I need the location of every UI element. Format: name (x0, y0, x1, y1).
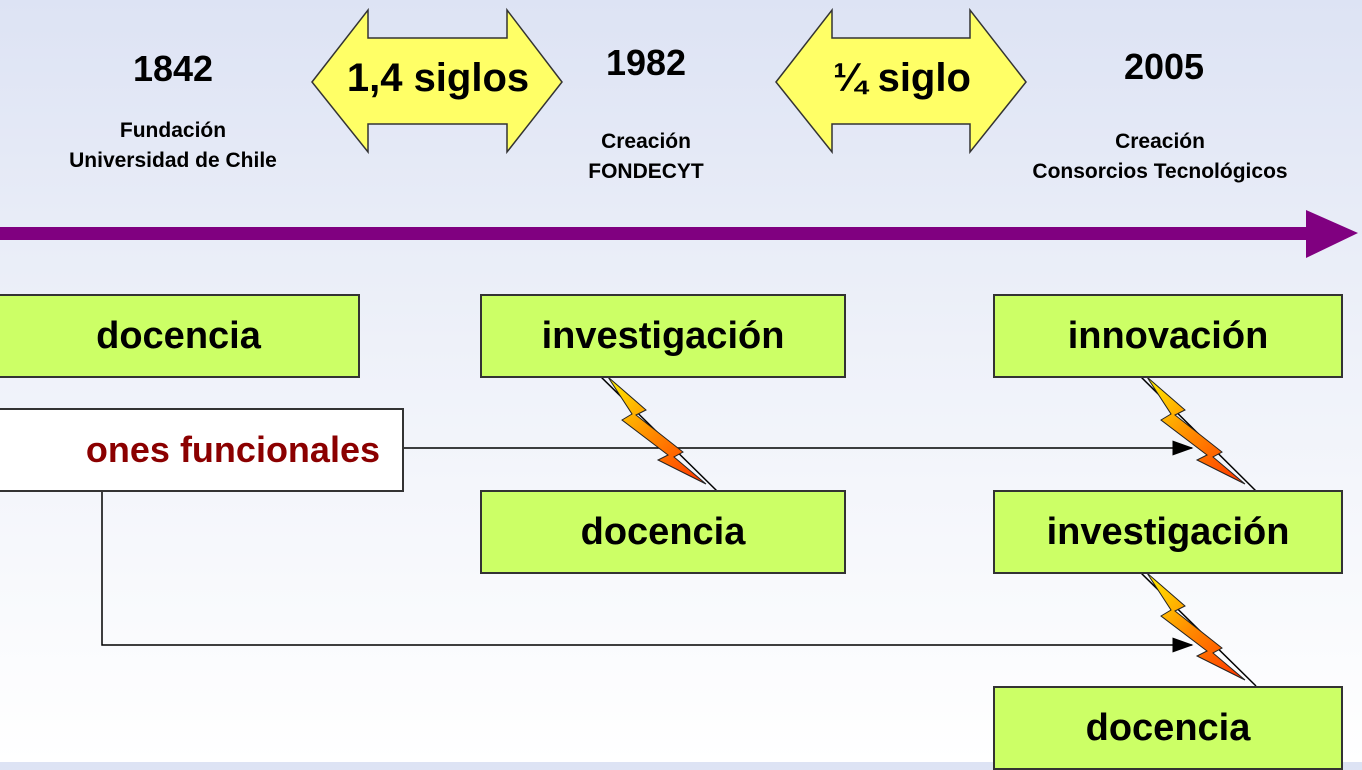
milestone-event-line: Creación (601, 130, 691, 153)
timeline-arrow (0, 210, 1358, 258)
milestone-event-line: FONDECYT (588, 160, 704, 183)
function-box-docencia-1982: docencia (480, 490, 846, 574)
milestone-year-1842: 1842 (132, 48, 214, 89)
function-box-docencia-1842: docencia (0, 294, 360, 378)
milestone-event-1842: Fundación Universidad de Chile (0, 116, 346, 176)
milestone-event-line: Creación (1115, 130, 1205, 153)
lightning-icon (597, 373, 718, 492)
function-box-innovacion-2005: innovación (993, 294, 1343, 378)
functions-label-box: ones funcionales (0, 408, 404, 492)
function-box-investigacion-1982: investigación (480, 294, 846, 378)
interval-label-2: ¼ siglo (833, 56, 971, 100)
interval-arrow-1 (311, 7, 563, 155)
milestone-year-2005: 2005 (1123, 46, 1205, 87)
milestone-event-line: Universidad de Chile (69, 149, 277, 172)
milestone-event-line: Consorcios Tecnológicos (1032, 160, 1288, 183)
lightning-icon (1137, 569, 1257, 687)
interval-label-1: 1,4 siglos (346, 56, 530, 100)
milestone-event-line: Fundación (119, 119, 227, 142)
function-box-docencia-2005: docencia (993, 686, 1343, 770)
lightning-icon (1137, 373, 1257, 492)
milestone-event-1982: Creación FONDECYT (496, 127, 796, 187)
connector-lines (101, 440, 1194, 653)
function-box-investigacion-2005: investigación (993, 490, 1343, 574)
milestone-year-1982: 1982 (605, 42, 687, 83)
milestone-event-2005: Creación Consorcios Tecnológicos (960, 127, 1360, 187)
interval-arrow-2 (775, 7, 1027, 155)
